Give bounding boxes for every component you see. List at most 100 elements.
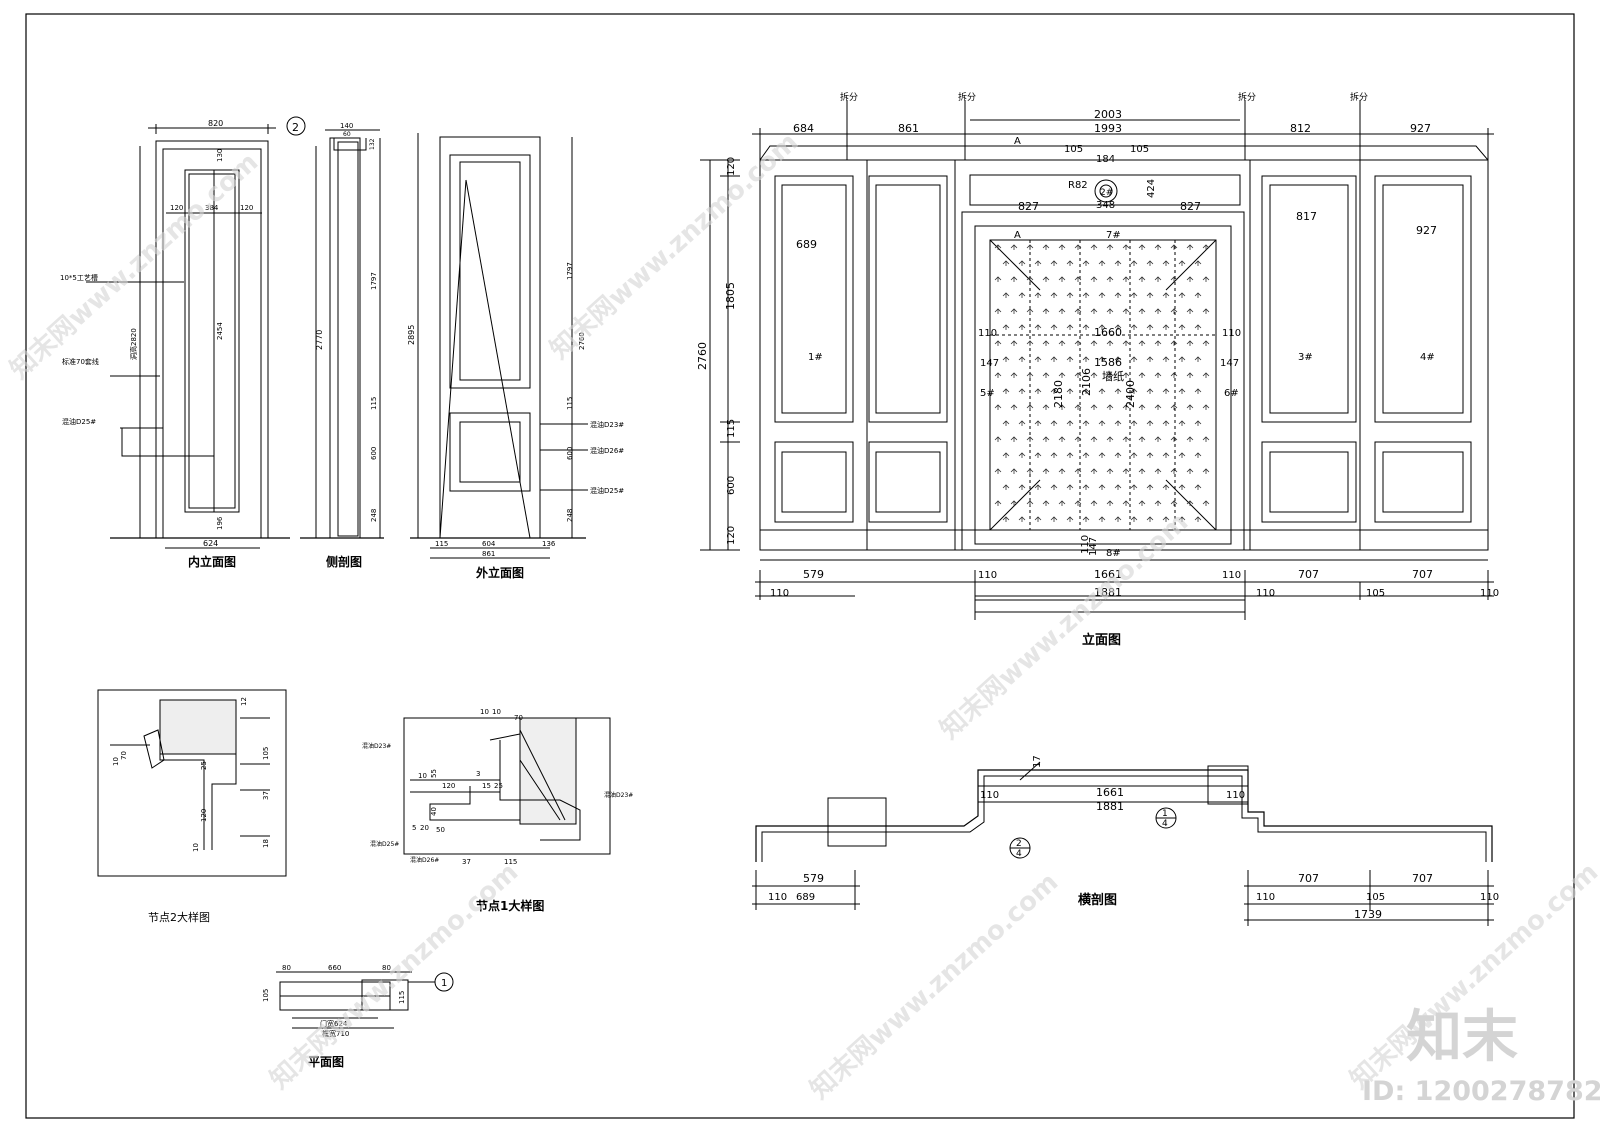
panel-width-927: 927 xyxy=(1416,224,1437,237)
wallpaper-motif xyxy=(1170,404,1178,410)
door-inner-dim-3: 120 xyxy=(240,204,253,212)
side-section-title: 侧剖图 xyxy=(326,554,362,569)
wallpaper-motif xyxy=(1178,260,1186,266)
wallpaper-motif xyxy=(1202,436,1210,442)
wallpaper-motif xyxy=(1170,340,1178,346)
wallpaper-motif xyxy=(1010,372,1018,378)
wallpaper-motif xyxy=(1090,404,1098,410)
wallpaper-motif xyxy=(1154,276,1162,282)
wallpaper-motif xyxy=(1178,356,1186,362)
watermark-diagonal-5: 知末网www.znzmo.com xyxy=(805,867,1065,1105)
wallpaper-motif xyxy=(994,468,1002,474)
wallpaper-motif xyxy=(1018,260,1026,266)
wallpaper-motif xyxy=(1082,356,1090,362)
wallpaper-motif xyxy=(1018,388,1026,394)
cross-bl-579: 579 xyxy=(803,872,824,885)
outer-total: 861 xyxy=(482,550,495,558)
cross-section-view: 17 110 1661 110 1881 1 4 2 4 579 110 689… xyxy=(752,755,1499,926)
wallpaper-motif xyxy=(1154,404,1162,410)
cross-bl-689: 689 xyxy=(796,892,815,903)
wallpaper-motif xyxy=(1114,420,1122,426)
wallpaper-motif xyxy=(1170,372,1178,378)
wallpaper-motif xyxy=(1018,516,1026,522)
node1-10b: 10 xyxy=(492,708,501,716)
panel-width-689: 689 xyxy=(796,238,817,251)
wallpaper-motif xyxy=(1066,292,1074,298)
wallpaper-motif xyxy=(1002,292,1010,298)
wallpaper-motif xyxy=(1090,372,1098,378)
wallpaper-pattern xyxy=(994,244,1210,522)
wallpaper-motif xyxy=(1162,388,1170,394)
wallpaper-motif xyxy=(1202,244,1210,250)
wallpaper-motif xyxy=(1082,292,1090,298)
wallpaper-motif xyxy=(1146,324,1154,330)
main-elevation-view: 拆分 拆分 拆分 拆分 684 861 2003 1993 812 927 12… xyxy=(696,91,1499,648)
plan-105: 105 xyxy=(262,989,270,1002)
panel-id-8: 8# xyxy=(1106,548,1121,559)
node2-25: 25 xyxy=(200,761,208,770)
wallpaper-motif xyxy=(1082,260,1090,266)
wallpaper-motif xyxy=(1186,468,1194,474)
wallpaper-motif xyxy=(1138,276,1146,282)
wallpaper-motif xyxy=(1002,388,1010,394)
wallpaper-motif xyxy=(1098,484,1106,490)
wallpaper-motif xyxy=(1178,484,1186,490)
wallpaper-motif xyxy=(1178,292,1186,298)
outer-bottom-3: 136 xyxy=(542,540,556,548)
wallpaper-motif xyxy=(1130,324,1138,330)
wallpaper-motif xyxy=(1162,324,1170,330)
cross-br-110a: 110 xyxy=(1256,892,1275,903)
panel-id-7: 7# xyxy=(1106,230,1121,241)
wallpaper-motif xyxy=(1010,500,1018,506)
wallpaper-motif xyxy=(1138,468,1146,474)
side-section-ref: 2 xyxy=(292,121,299,134)
node2-18: 18 xyxy=(262,839,270,848)
door-inner-dim-1: 120 xyxy=(170,204,183,212)
node2-105: 105 xyxy=(262,747,270,760)
side-mid-4: 248 xyxy=(370,509,378,522)
wallpaper-motif xyxy=(1074,372,1082,378)
wallpaper-motif xyxy=(1186,372,1194,378)
node1-5: 5 xyxy=(412,824,416,832)
mid-147b: 147 xyxy=(1220,358,1239,369)
wallpaper-motif xyxy=(1138,436,1146,442)
node1-115: 115 xyxy=(504,858,517,866)
wallpaper-motif xyxy=(994,308,1002,314)
wallpaper-motif xyxy=(1018,484,1026,490)
center-top-184: 184 xyxy=(1096,154,1115,165)
wallpaper-motif xyxy=(1026,244,1034,250)
wallpaper-motif xyxy=(1050,356,1058,362)
wallpaper-motif xyxy=(1114,260,1122,266)
wallpaper-motif xyxy=(1154,436,1162,442)
side-mid-2: 115 xyxy=(370,397,378,410)
wallpaper-motif xyxy=(1074,276,1082,282)
wallpaper-motif xyxy=(1146,356,1154,362)
wallpaper-motif xyxy=(1122,404,1130,410)
wallpaper-motif xyxy=(994,404,1002,410)
wallpaper-motif xyxy=(1090,436,1098,442)
wallpaper-motif xyxy=(1034,292,1042,298)
wallpaper-motif xyxy=(1026,276,1034,282)
wallpaper-motif xyxy=(1138,340,1146,346)
wallpaper-motif xyxy=(1066,484,1074,490)
wallpaper-motif xyxy=(1106,340,1114,346)
wallpaper-motif xyxy=(1194,260,1202,266)
split-label-2: 拆分 xyxy=(958,91,976,103)
wallpaper-motif xyxy=(994,340,1002,346)
cross-ref2-den: 4 xyxy=(1016,849,1022,859)
wallpaper-motif xyxy=(1138,308,1146,314)
mid-2400: 2400 xyxy=(1124,380,1137,408)
wallpaper-motif xyxy=(1026,436,1034,442)
outer-elevation-view: 2895 2760 1797 115 600 248 混油D23# 混油D26#… xyxy=(407,133,624,580)
wallpaper-motif xyxy=(1122,244,1130,250)
wallpaper-motif xyxy=(1122,468,1130,474)
wallpaper-motif xyxy=(1026,500,1034,506)
wallpaper-motif xyxy=(1130,452,1138,458)
wallpaper-motif xyxy=(1146,484,1154,490)
wallpaper-motif xyxy=(1170,244,1178,250)
wallpaper-motif xyxy=(1106,468,1114,474)
wallpaper-motif xyxy=(1106,372,1114,378)
wallpaper-motif xyxy=(1042,340,1050,346)
wallpaper-motif xyxy=(1162,260,1170,266)
wallpaper-motif xyxy=(1002,324,1010,330)
